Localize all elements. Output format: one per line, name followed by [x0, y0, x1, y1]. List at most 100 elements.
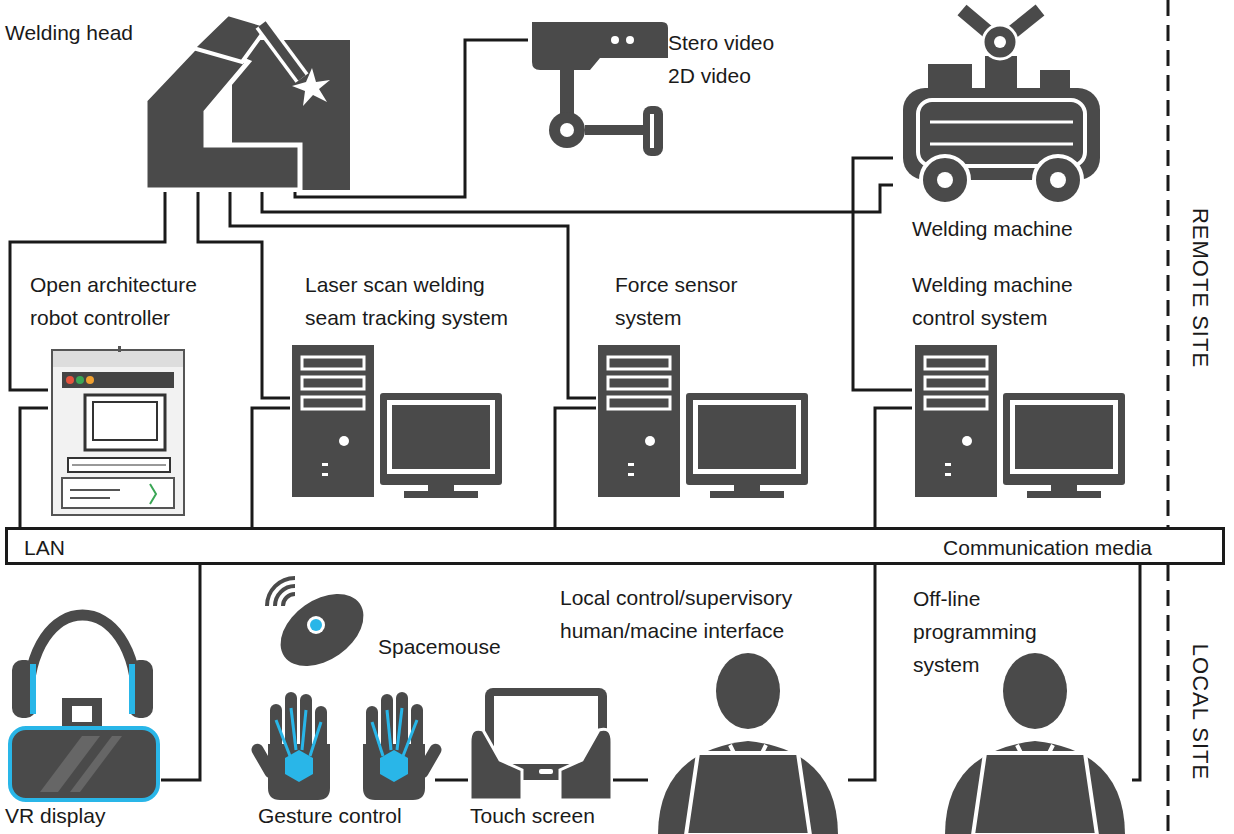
operator-icons — [945, 653, 1125, 834]
camera-icon — [532, 22, 668, 70]
spacemouse-icon — [283, 594, 295, 606]
camera-icon — [585, 125, 643, 135]
connector-line — [230, 192, 596, 398]
operator-icons — [658, 653, 1125, 834]
robot-controller: Open architecture robot controller — [48, 268, 229, 518]
gesture-control: Gesture control — [255, 686, 435, 834]
vr-headset-icon — [10, 615, 158, 800]
controller-cabinet-icon — [86, 376, 94, 384]
computer-icons — [598, 345, 808, 498]
tablet-icon — [494, 696, 598, 764]
welding-robot-icon — [262, 24, 302, 78]
camera-icon — [560, 70, 574, 114]
welding-robot-icon — [193, 14, 268, 62]
node-label: Force sensor system — [615, 268, 765, 334]
controller-cabinet-icon — [118, 346, 121, 352]
node-label: Communication media — [943, 535, 1152, 561]
welding-machine-icon — [937, 172, 953, 188]
welding-machine-icon — [921, 156, 969, 204]
connector-line — [875, 408, 912, 527]
welding-machine-icon — [903, 10, 1100, 204]
machine-control-computer: Welding machine control system — [912, 268, 1124, 500]
welding-robot-icon — [262, 24, 302, 78]
welding-machine-icon — [928, 64, 972, 90]
node-label: VR display — [5, 802, 105, 830]
controller-cabinet-icon — [70, 497, 110, 499]
vr-headset-icon — [129, 660, 153, 718]
lan-band: LAN Communication media — [5, 527, 1225, 565]
computer-icons — [292, 345, 502, 498]
welding-machine-icon — [1040, 70, 1070, 90]
node-label: Welding head — [5, 19, 133, 47]
controller-cabinet-icon — [53, 351, 183, 367]
node-label: LAN — [24, 535, 65, 561]
connector-line — [848, 565, 875, 780]
gesture-glove-icons — [363, 692, 444, 800]
connector-line — [252, 408, 290, 527]
node-label: Off-line programming system — [913, 582, 1063, 681]
controller-cabinet-icon — [150, 484, 156, 504]
computer-icons — [292, 345, 1125, 498]
welding-machine-icon — [930, 143, 1073, 146]
welding-robot-icon — [145, 42, 300, 190]
vr-headset-icon — [72, 706, 92, 722]
node-label: Welding machine control system — [912, 268, 1102, 334]
force-sensor-computer: Force sensor system — [596, 268, 808, 500]
node-label: Gesture control — [258, 802, 402, 830]
vr-headset-icon — [70, 736, 122, 792]
node-label: Open architecture robot controller — [30, 268, 225, 334]
welding-machine-icon — [983, 25, 1017, 59]
offline-programming: Off-line programming system — [910, 582, 1132, 834]
controller-cabinet-icon — [68, 458, 170, 472]
node-label: Touch screen — [470, 802, 595, 830]
node-label: Stero video 2D video — [668, 26, 788, 92]
camera-icon — [532, 22, 668, 156]
tablet-icon — [539, 769, 553, 774]
controller-cabinet-icon — [70, 489, 120, 491]
connector-line — [262, 185, 893, 212]
site-divider — [1167, 0, 1170, 527]
connector-line — [20, 408, 48, 527]
welding-machine-icon — [1034, 156, 1082, 204]
connector-line — [613, 779, 648, 782]
controller-cabinet-icon — [62, 372, 174, 388]
spacemouse-icon — [267, 579, 377, 681]
vr-headset-icon — [62, 698, 102, 730]
connector-line — [1132, 565, 1140, 780]
connector-line — [853, 158, 912, 390]
site-divider — [1168, 0, 1169, 834]
vr-headset-icon — [129, 664, 135, 714]
site-label: LOCAL SITE — [1187, 644, 1213, 780]
connector-line — [555, 408, 596, 527]
welding-machine-icon — [994, 36, 1006, 48]
spacemouse-icon — [310, 619, 322, 631]
vr-headset-icon — [30, 664, 36, 714]
seam-tracking-computer: Laser scan welding seam tracking system — [290, 268, 529, 500]
vr-display: VR display — [3, 598, 161, 834]
computer-icons — [915, 345, 1125, 498]
spacemouse: Spacemouse — [268, 583, 508, 668]
connector-line — [435, 779, 468, 782]
touch-screen: Touch screen — [468, 678, 613, 834]
controller-cabinet-icon — [72, 465, 166, 466]
controller-cabinet-icon — [52, 346, 184, 515]
welding-machine-icon — [930, 121, 1073, 124]
controller-cabinet-icon — [93, 402, 157, 440]
site-divider — [1167, 565, 1170, 834]
welding-robot-icon — [145, 14, 350, 190]
camera-icon — [650, 114, 654, 148]
controller-cabinet-icon — [85, 395, 165, 450]
spacemouse-icon — [275, 586, 295, 606]
node-label: Spacemouse — [378, 633, 501, 661]
vr-headset-icon — [12, 660, 36, 718]
video-camera: Stero video 2D video — [528, 18, 808, 163]
controller-cabinet-icon — [76, 376, 84, 384]
welding-machine: Welding machine — [893, 2, 1123, 247]
camera-icon — [643, 106, 663, 156]
site-label: REMOTE SITE — [1187, 208, 1213, 368]
controller-cabinet-icon — [52, 350, 184, 515]
operator-icons — [658, 653, 838, 834]
